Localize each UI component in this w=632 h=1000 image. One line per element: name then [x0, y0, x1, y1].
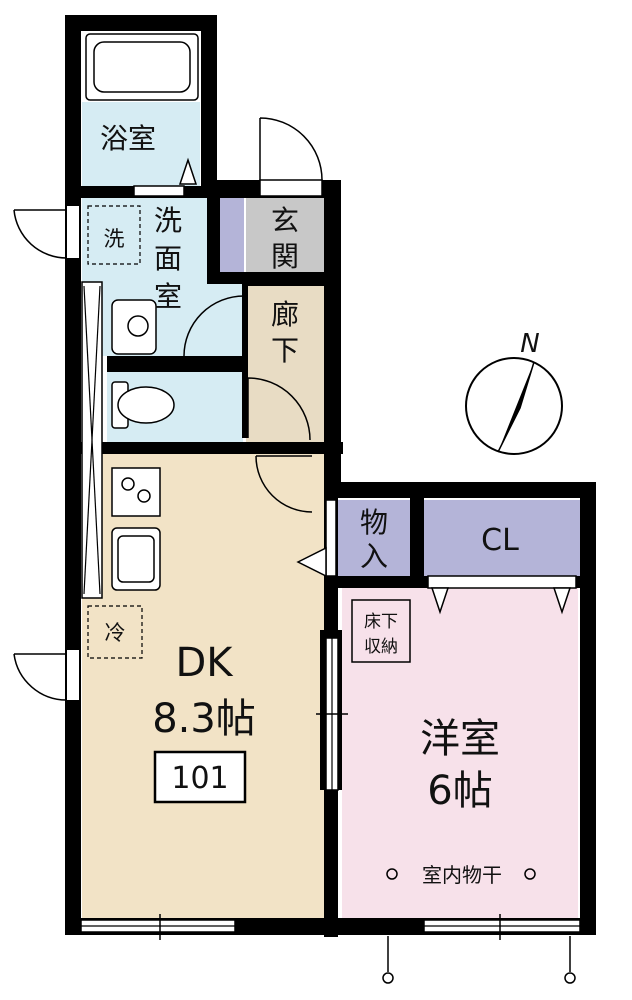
- bath-label: 浴室: [100, 122, 156, 155]
- washroom-char-2: 面: [154, 242, 182, 275]
- dashed-fixtures: [87, 205, 143, 659]
- corridor-char-1: 廊: [271, 298, 299, 331]
- corridor-floor: [246, 286, 324, 444]
- underfloor-line-1: 床下: [364, 612, 398, 632]
- bath-floor: [82, 102, 200, 186]
- doors: [13, 117, 327, 701]
- washroom-char-1: 洗: [154, 204, 182, 237]
- drying-label: 室内物干: [422, 863, 502, 887]
- fridge-space: [87, 605, 143, 659]
- underfloor-storage: [351, 599, 411, 663]
- unit-number: 101: [171, 761, 228, 796]
- storage-char-1: 物: [360, 506, 388, 539]
- storage-char-2: 入: [360, 540, 388, 573]
- dk-size: 8.3帖: [152, 696, 256, 742]
- fridge-label: 冷: [105, 621, 126, 645]
- closet-label: CL: [481, 523, 519, 558]
- western-label: 洋室: [420, 716, 500, 762]
- stove: [111, 467, 161, 517]
- washer-space: [87, 205, 141, 265]
- unit-number-box: [153, 750, 247, 804]
- corridor-char-2: 下: [271, 334, 299, 367]
- washroom-char-3: 室: [154, 280, 182, 313]
- closet-floor: [424, 500, 580, 576]
- drying-hook-left-icon: [386, 868, 398, 880]
- entrance-char-1: 玄: [271, 204, 299, 237]
- compass: N: [465, 329, 563, 455]
- dk-label: DK: [175, 640, 234, 686]
- drying-hook-right-icon: [524, 868, 536, 880]
- western-floor: [342, 588, 578, 918]
- western-size: 6帖: [427, 768, 492, 814]
- entrance-char-2: 関: [271, 240, 299, 273]
- storage-floor: [338, 500, 410, 576]
- compass-needle-icon: [498, 362, 534, 452]
- openings: [67, 179, 581, 940]
- entrance-step-floor: [220, 198, 244, 272]
- entrance-floor: [246, 198, 324, 274]
- washer-label: 洗: [104, 227, 125, 251]
- fixtures: [85, 33, 199, 591]
- compass-label: N: [520, 329, 539, 359]
- balcony-posts: [382, 936, 576, 984]
- underfloor-line-2: 収納: [364, 637, 398, 657]
